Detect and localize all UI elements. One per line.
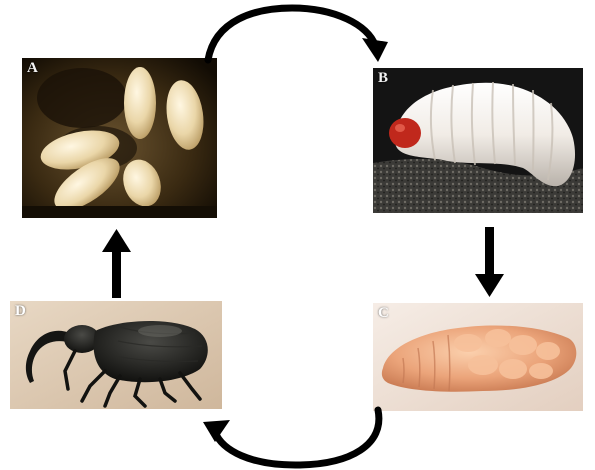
arrow-b-to-c-head: [475, 274, 504, 297]
arrow-c-to-d-head: [203, 420, 230, 442]
arrow-d-to-a: [112, 248, 121, 298]
arrow-c-to-d: [215, 410, 379, 465]
arrow-a-to-b-head: [362, 38, 388, 62]
arrow-a-to-b: [208, 8, 375, 60]
arrow-b-to-c: [485, 227, 494, 277]
arrow-d-to-a-head: [102, 229, 131, 252]
